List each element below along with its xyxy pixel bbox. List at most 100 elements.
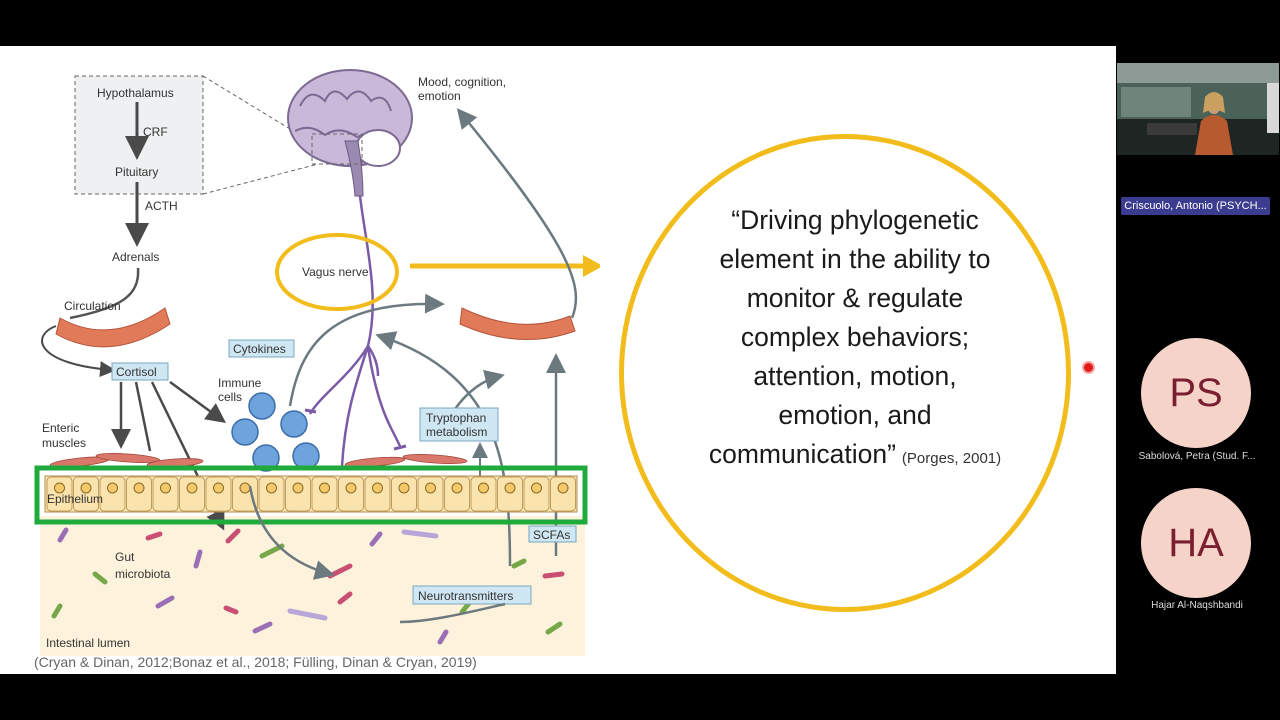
quote-line: communication” [708, 439, 896, 469]
gut-brain-axis-diagram: Hypothalamus CRF Pituitary ACTH Adrenals… [34, 69, 600, 656]
vagus-nerve-label: Vagus nerve [302, 265, 369, 279]
quote-circle [619, 134, 1071, 612]
cell-nucleus [451, 482, 463, 494]
epithelial-cell [364, 476, 391, 512]
quote-line: “Driving phylogenetic [731, 205, 979, 235]
mood-label-1: Mood, cognition, [418, 75, 506, 89]
epithelial-cell [46, 476, 73, 512]
yellow-arrow-head [583, 255, 600, 277]
porges-quote: “Driving phylogenetic element in the abi… [650, 201, 1060, 478]
presentation-slide: Hypothalamus CRF Pituitary ACTH Adrenals… [0, 46, 1116, 674]
mood-label-2: emotion [418, 89, 461, 103]
speaker-video-frame [1117, 63, 1279, 155]
epithelial-cell [205, 476, 232, 512]
cell-nucleus [266, 482, 277, 494]
gut-microbiota-label-1: Gut [115, 550, 135, 564]
cell-nucleus [425, 482, 436, 494]
acth-label: ACTH [145, 199, 178, 213]
cell-nucleus [186, 482, 198, 494]
cell-nucleus [531, 482, 542, 494]
quote-line: complex behaviors; [740, 322, 970, 352]
scfas-label: SCFAs [533, 528, 570, 542]
speaker-video[interactable] [1117, 63, 1279, 155]
epithelial-cell [550, 476, 576, 512]
adrenals-label: Adrenals [112, 250, 159, 264]
epithelial-cells [46, 476, 576, 512]
epithelial-cell [232, 476, 258, 512]
epithelial-cell [444, 476, 470, 512]
cell-nucleus [213, 482, 224, 494]
epithelial-cell [258, 476, 285, 512]
blood-vessel-left [55, 307, 171, 348]
intestinal-lumen-label: Intestinal lumen [46, 636, 130, 650]
avatar[interactable]: HA [1141, 488, 1251, 598]
epithelial-cell [523, 476, 550, 512]
epithelial-cell [470, 476, 497, 512]
epithelial-cell [497, 476, 523, 512]
epithelium-highlight-box [34, 465, 588, 525]
immune-cells [231, 392, 320, 472]
cell-nucleus [80, 482, 92, 494]
crf-label: CRF [143, 125, 168, 139]
epithelial-cell [391, 476, 417, 512]
enteric-muscles-label-1: Enteric [42, 421, 79, 435]
cell-nucleus [504, 482, 516, 494]
vagus-highlight-circle [275, 233, 399, 311]
quote-line: emotion, and [778, 400, 932, 430]
cell-nucleus [133, 482, 145, 494]
references: (Cryan & Dinan, 2012;Bonaz et al., 2018;… [34, 654, 477, 670]
quote-line: attention, motion, [753, 361, 957, 391]
enteric-muscle-cells [49, 453, 468, 468]
cell-nucleus [372, 482, 383, 494]
immune-cells-label-2: cells [218, 390, 242, 404]
epithelial-cell [152, 476, 179, 512]
epithelium-label: Epithelium [47, 492, 103, 506]
immune-cells-label-1: Immune [218, 376, 262, 390]
tryptophan-label-1: Tryptophan [426, 411, 486, 425]
cell-nucleus [478, 482, 489, 494]
quote-line: monitor & regulate [746, 283, 964, 313]
gut-microbiota-label-2: microbiota [115, 567, 171, 581]
cell-nucleus [54, 482, 65, 494]
epithelial-cell [417, 476, 444, 512]
enteric-muscles-label-2: muscles [42, 436, 86, 450]
hpa-box [74, 75, 204, 195]
neurotransmitters-label: Neurotransmitters [418, 589, 513, 603]
cell-nucleus [319, 482, 330, 494]
cell-nucleus [398, 482, 410, 494]
epithelial-cell [126, 476, 152, 512]
cell-nucleus [107, 482, 118, 494]
cell-nucleus [345, 482, 357, 494]
speaker-name-badge: Criscuolo, Antonio (PSYCH... [1121, 197, 1270, 215]
cortisol-label: Cortisol [116, 365, 157, 379]
circulation-label: Circulation [64, 299, 121, 313]
cell-nucleus [292, 482, 304, 494]
epithelial-cell [179, 476, 205, 512]
cytokines-label: Cytokines [233, 342, 286, 356]
avatar[interactable]: PS [1141, 338, 1251, 448]
quote-last-line: communication” (Porges, 2001) [650, 435, 1060, 478]
scfas-box [528, 525, 577, 543]
hypothalamus-label: Hypothalamus [97, 86, 174, 100]
epithelial-cell [338, 476, 364, 512]
epithelial-cell [73, 476, 99, 512]
cell-nucleus [239, 482, 251, 494]
tryptophan-box [419, 407, 499, 442]
epithelial-cell [285, 476, 311, 512]
brain-illustration [287, 69, 413, 197]
quote-line: element in the ability to [719, 244, 991, 274]
participant-name: Sabolová, Petra (Stud. F... [1138, 451, 1256, 462]
cell-nucleus [160, 482, 171, 494]
pituitary-label: Pituitary [115, 165, 158, 179]
blood-vessel-right [459, 307, 576, 341]
epithelial-cell [311, 476, 338, 512]
quote-citation: (Porges, 2001) [901, 450, 1002, 467]
cell-nucleus [557, 482, 569, 494]
cytokines-box [228, 339, 295, 358]
participant-name: Hajar Al-Naqshbandi [1151, 600, 1243, 611]
cortisol-box [111, 362, 169, 381]
tryptophan-label-2: metabolism [426, 425, 487, 439]
neurotransmitters-box [412, 585, 532, 605]
epithelial-cell [99, 476, 126, 512]
laser-pointer-dot [1082, 361, 1095, 374]
